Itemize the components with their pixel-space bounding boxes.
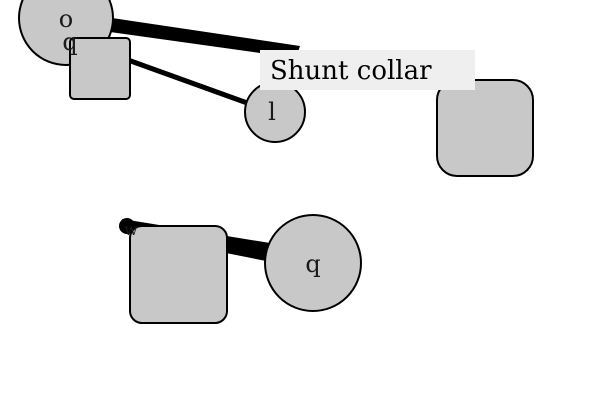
node-w-label: w <box>124 220 138 239</box>
node-mid-box[interactable] <box>129 225 228 324</box>
edge-q-to-l <box>127 57 251 107</box>
node-right-box[interactable] <box>436 79 534 177</box>
node-w-dot[interactable] <box>119 218 135 234</box>
hover-label-text: Shunt collar <box>270 56 432 86</box>
node-q-top[interactable] <box>69 37 131 100</box>
node-q-top-label: q <box>62 28 77 56</box>
node-l-label: l <box>268 98 276 126</box>
node-q-circle[interactable] <box>264 214 362 312</box>
hover-label-bg <box>260 50 475 90</box>
edge-o-to-label <box>110 18 300 58</box>
node-q-circle-label: q <box>305 250 320 278</box>
node-o-label: o <box>59 5 73 33</box>
